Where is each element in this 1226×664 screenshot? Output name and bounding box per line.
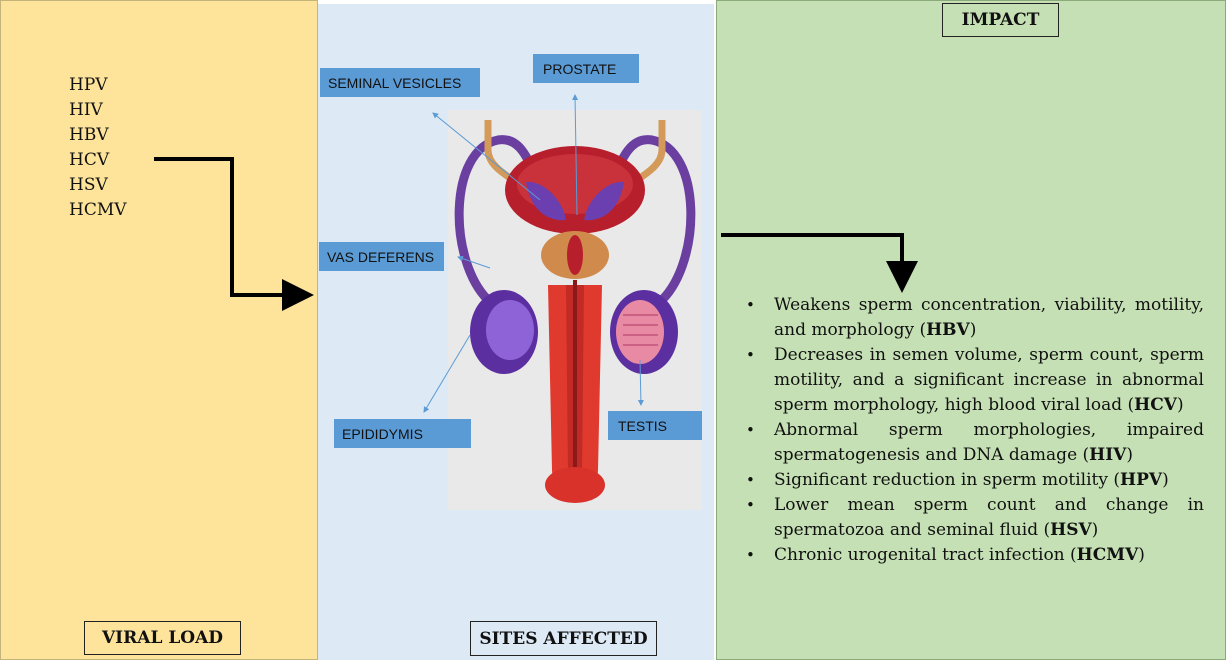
left-testis-inner (486, 300, 534, 360)
virus-item-hsv: HSV (69, 175, 108, 195)
prostatic-urethra (567, 235, 583, 275)
seminiferous-tubules (623, 314, 658, 346)
right-seminal-vesicle (584, 181, 624, 221)
viral-load-panel: HPV HIV HBV HCV HSV HCMV (0, 0, 318, 660)
impact-caption: IMPACT (942, 3, 1059, 37)
sites-affected-caption: SITES AFFECTED (470, 621, 657, 656)
glans (545, 467, 605, 503)
label-testis: TESTIS (608, 411, 702, 440)
impact-item: Abnormal sperm morphologies, impaired sp… (740, 418, 1204, 468)
urethra (573, 280, 577, 490)
virus-list: HPV HIV HBV HCV HSV HCMV (69, 73, 127, 223)
impact-list: Weakens sperm concentration, viability, … (740, 293, 1204, 568)
viral-load-caption: VIRAL LOAD (84, 621, 241, 655)
impact-item: Chronic urogenital tract infection (HCMV… (740, 543, 1204, 568)
virus-item-hcmv: HCMV (69, 200, 127, 220)
impact-item: Weakens sperm concentration, viability, … (740, 293, 1204, 343)
label-prostate: PROSTATE (533, 54, 639, 83)
impact-item: Decreases in semen volume, sperm count, … (740, 343, 1204, 418)
male-reproductive-anatomy-illustration (448, 110, 702, 510)
virus-item-hcv: HCV (69, 150, 110, 170)
impact-item: Lower mean sperm count and change in spe… (740, 493, 1204, 543)
label-vas-deferens: VAS DEFERENS (319, 242, 444, 271)
label-epididymis: EPIDIDYMIS (334, 419, 471, 448)
virus-item-hiv: HIV (69, 100, 103, 120)
virus-item-hbv: HBV (69, 125, 109, 145)
impact-item: Significant reduction in sperm motility … (740, 468, 1204, 493)
virus-item-hpv: HPV (69, 75, 108, 95)
right-testis-cross-section (616, 300, 664, 364)
label-seminal-vesicles: SEMINAL VESICLES (320, 68, 480, 97)
